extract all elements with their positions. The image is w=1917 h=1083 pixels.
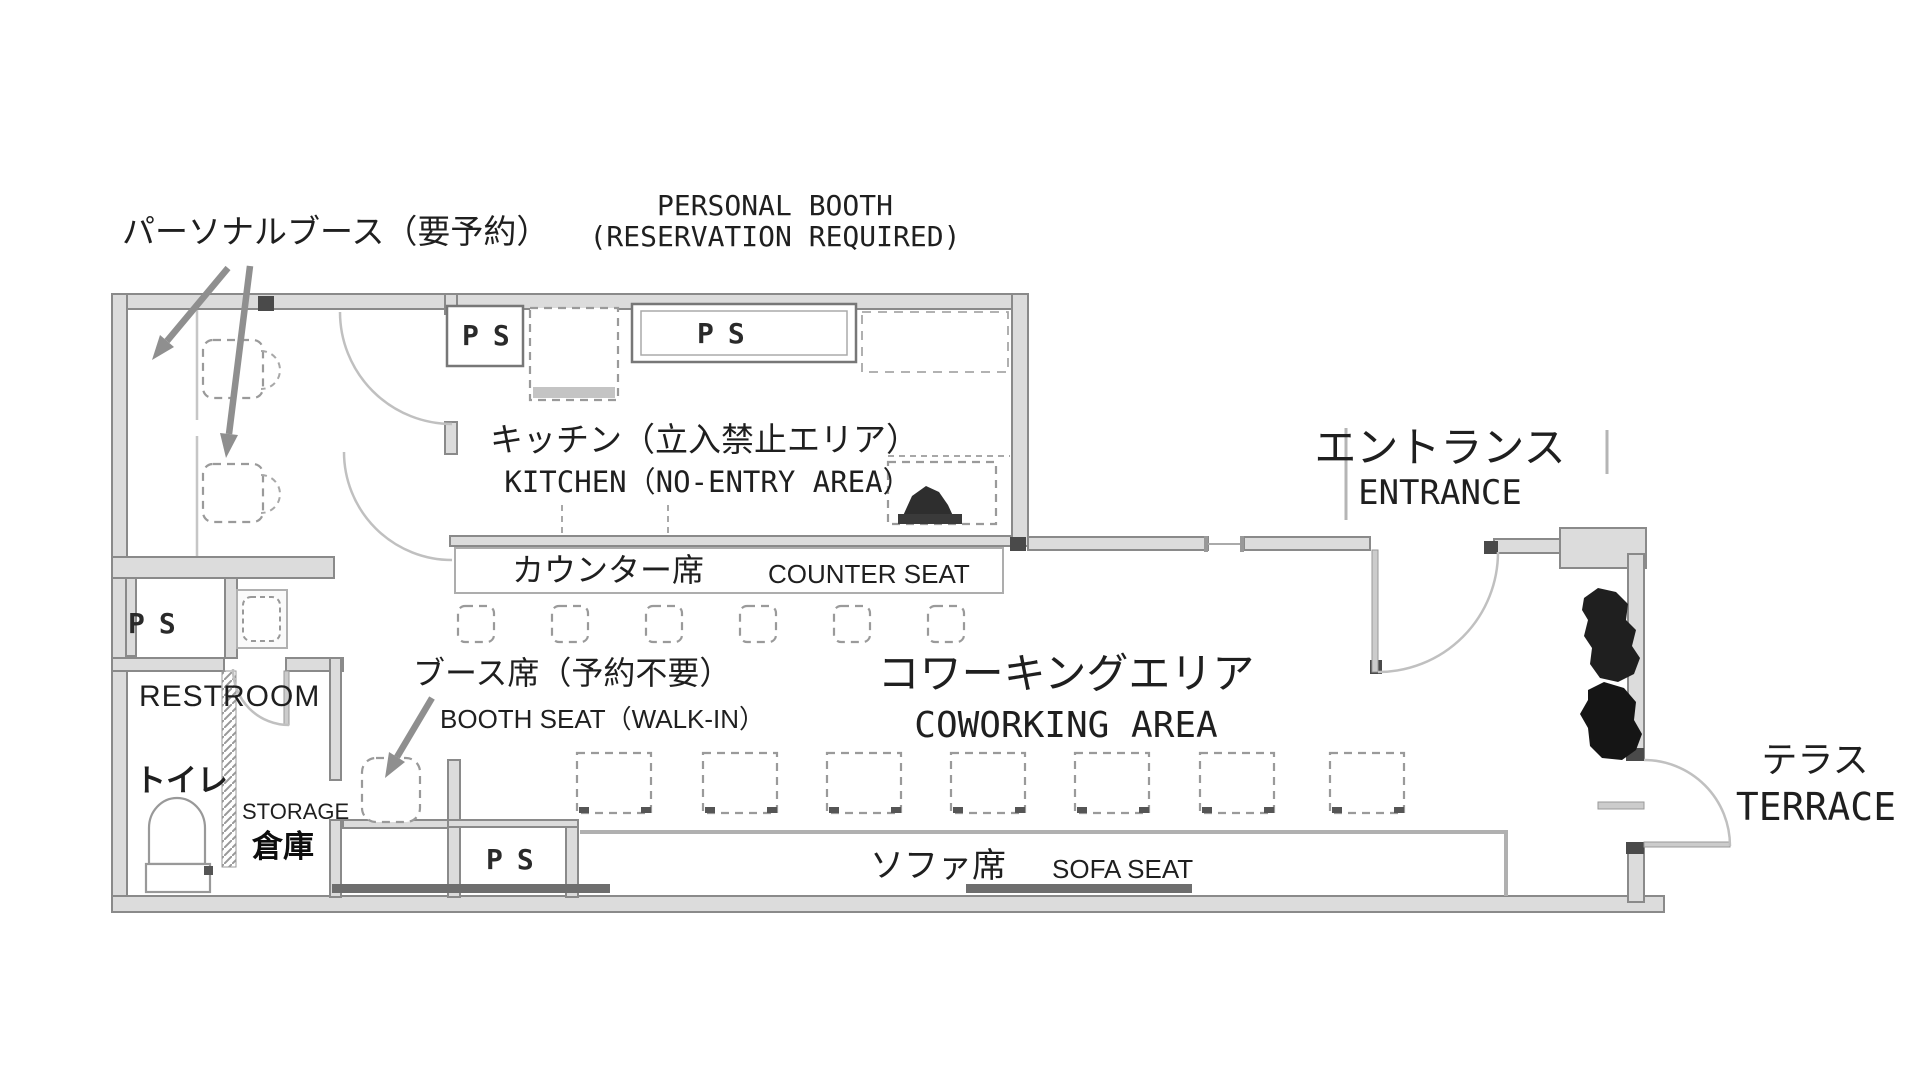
sofa-seat-label-en: SOFA SEAT — [1052, 854, 1194, 884]
storage-label-jp: 倉庫 — [252, 829, 314, 864]
pipe-shaft-box-top-left — [445, 304, 525, 368]
counter-stools — [456, 604, 966, 644]
utility-sink-symbol — [236, 589, 288, 649]
coworking-label-en: COWORKING AREA — [914, 705, 1218, 746]
coworking-label-jp: コワーキングエリア — [877, 650, 1255, 697]
terrace-label-jp: テラス — [1761, 739, 1869, 780]
pipe-shaft-label-left: PS — [128, 607, 190, 640]
wall-joint-marks — [258, 296, 1644, 893]
pipe-shaft-label-top-middle: PS — [697, 317, 759, 350]
kitchen-label-en: KITCHEN（NO-ENTRY AREA） — [504, 465, 912, 499]
personal-booth-label-en-line1: PERSONAL BOOTH — [656, 189, 893, 222]
counter-seat-label-jp: カウンター席 — [512, 552, 705, 588]
personal-booth-label-en: PERSONAL BOOTH (RESERVATION REQUIRED) — [585, 190, 965, 253]
personal-booth-chair-2 — [201, 462, 281, 524]
terrace-door — [1597, 758, 1732, 848]
counter-seat-band — [454, 547, 1004, 594]
restroom-label: RESTROOM — [139, 680, 321, 713]
plant-symbol — [1580, 588, 1642, 760]
entrance-door — [1371, 549, 1500, 674]
pipe-shaft-label-bottom: PS — [486, 843, 548, 876]
personal-booth-label-jp: パーソナルブース（要予約） — [122, 213, 550, 250]
interior-walls — [111, 293, 1013, 898]
leader-arrow-booth-1 — [152, 265, 231, 360]
storage-label-en: STORAGE — [242, 799, 350, 824]
booth-room-door-2 — [342, 451, 453, 562]
sofa-band — [580, 830, 1508, 896]
kitchen-equipment-dashed — [528, 306, 620, 402]
booth-seat-label-en: BOOTH SEAT（WALK-IN） — [440, 704, 766, 734]
kitchen-label-jp: キッチン（立入禁止エリア） — [490, 421, 919, 458]
window-segment — [1204, 536, 1244, 552]
leader-arrow-booth-seat — [385, 696, 435, 778]
entrance-canopy-lines — [1344, 428, 1609, 520]
entrance-label-jp: エントランス — [1314, 424, 1566, 471]
pipe-shaft-box-top-middle — [630, 302, 858, 364]
booth-room-door-1 — [338, 311, 453, 426]
toilet-label-jp: トイレ — [135, 763, 228, 798]
kitchen-counter-dashed — [561, 311, 1010, 536]
entrance-label-en: ENTRANCE — [1358, 473, 1522, 513]
booth-seat-label-jp: ブース席（予約不要） — [413, 655, 732, 691]
stove-symbol — [886, 460, 998, 526]
leader-arrow-booth-2 — [220, 265, 254, 458]
sliding-partition — [221, 670, 237, 868]
coworking-tables — [575, 751, 1406, 815]
personal-booth-label-en-line2: (RESERVATION REQUIRED) — [589, 220, 961, 254]
terrace-label-en: TERRACE — [1735, 785, 1897, 829]
pipe-shaft-label-top-left: PS — [462, 319, 524, 352]
restroom-door — [231, 668, 290, 727]
counter-seat-label-en: COUNTER SEAT — [768, 559, 970, 589]
toilet-symbol — [144, 796, 213, 894]
sofa-seat-label-jp: ソファ席 — [870, 847, 1006, 885]
